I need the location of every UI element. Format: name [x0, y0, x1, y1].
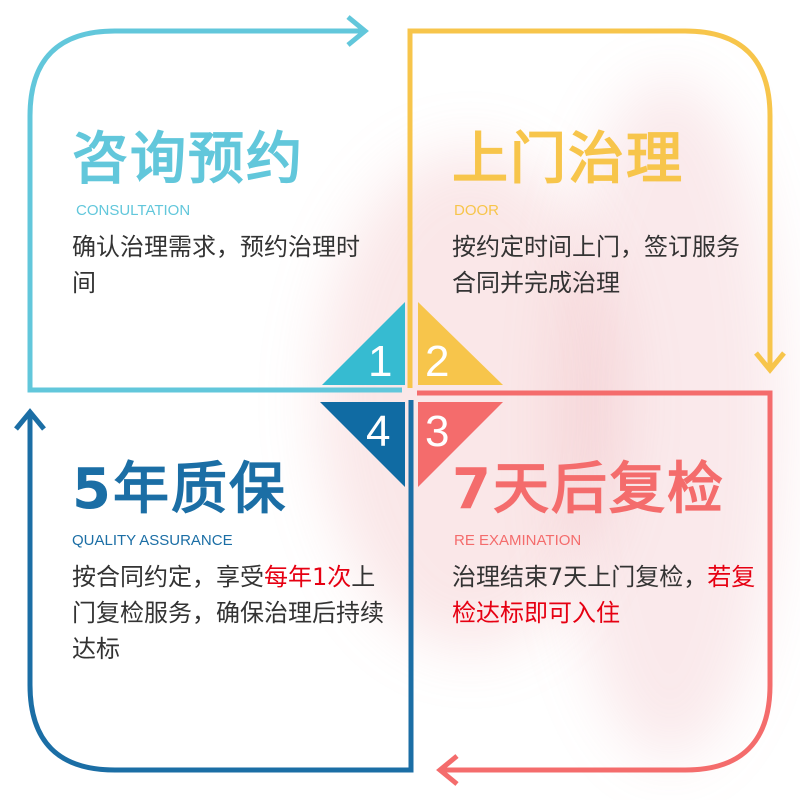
consult-arrow-icon — [346, 15, 369, 47]
step-title: 5年质保 — [72, 457, 287, 522]
consult-frame — [27, 28, 402, 393]
background-photo — [560, 80, 780, 760]
reexam-frame — [417, 390, 773, 773]
step3-number: 3 — [425, 407, 450, 456]
reexam-arrow-icon — [436, 754, 459, 786]
step-title: 上门治理 — [452, 127, 684, 192]
step4-number: 4 — [366, 407, 391, 456]
step-description: 治理结束7天上门复检，若复检达标即可入住 — [452, 563, 756, 627]
step2-triangle — [418, 302, 503, 385]
step-quality-assurance: 5年质保 QUALITY ASSURANCE 按合同约定，享受每年1次上门复检服… — [72, 458, 387, 667]
step-title: 7天后复检 — [452, 457, 725, 522]
door-frame — [407, 28, 773, 388]
step-subtitle: RE EXAMINATION — [454, 532, 582, 549]
step2-number: 2 — [425, 337, 450, 386]
step-door: 上门治理 DOOR 按约定时间上门，签订服务合同并完成治理 — [452, 128, 752, 301]
highlight-text: 若复检达标即可入住 — [452, 563, 756, 627]
step3-triangle — [418, 402, 503, 487]
step-subtitle: DOOR — [454, 202, 499, 219]
step1-number: 1 — [368, 337, 393, 386]
step-reexamination: 7天后复检 RE EXAMINATION 治理结束7天上门复检，若复检达标即可入… — [452, 458, 762, 631]
highlight-text: 每年1次 — [264, 563, 352, 591]
quality-frame — [27, 400, 414, 773]
background-photo — [320, 150, 620, 650]
step-description: 确认治理需求，预约治理时间 — [72, 233, 360, 297]
step-title: 咨询预约 — [72, 127, 304, 192]
step-consultation: 咨询预约 CONSULTATION 确认治理需求，预约治理时间 — [72, 128, 372, 301]
quality-arrow-icon — [14, 408, 46, 431]
door-arrow-icon — [754, 351, 786, 374]
step-description: 按约定时间上门，签订服务合同并完成治理 — [452, 233, 740, 297]
step-subtitle: QUALITY ASSURANCE — [72, 532, 233, 549]
step-subtitle: CONSULTATION — [76, 202, 191, 219]
step1-triangle — [322, 302, 405, 385]
step4-triangle — [320, 402, 405, 487]
step-description: 按合同约定，享受每年1次上门复检服务，确保治理后持续达标 — [72, 563, 384, 663]
